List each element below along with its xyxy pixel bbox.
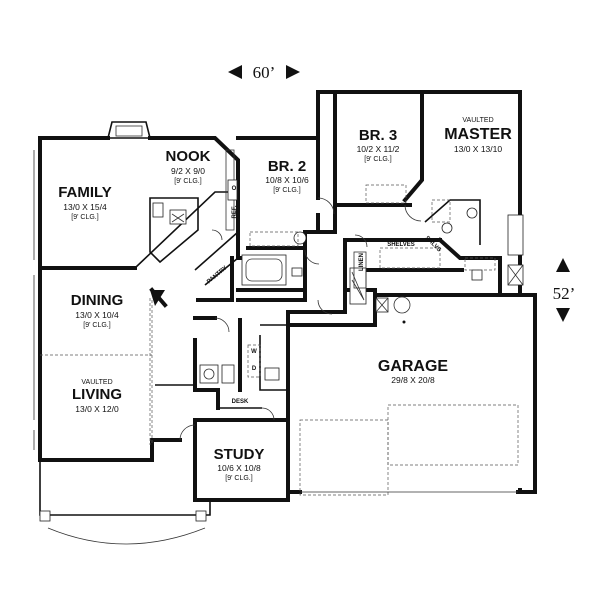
bath-br2 — [241, 231, 307, 286]
overall-width-dimension: 60’ — [228, 63, 300, 82]
room-dims: 13/0 X 13/10 — [454, 144, 502, 154]
room-name: BR. 2 — [268, 158, 306, 175]
ref-label: REF. — [232, 205, 238, 218]
exterior-walls — [38, 90, 537, 545]
room-dims: 9/2 X 9/0 — [171, 166, 205, 176]
toilet — [221, 364, 235, 384]
room-dining: DINING 13/0 X 10/4 [9' CLG.] — [71, 292, 124, 329]
kitchen-counter — [225, 149, 238, 231]
room-br3: BR. 3 10/2 X 11/2 [9' CLG.] — [357, 127, 400, 163]
sink — [466, 207, 478, 219]
overall-depth-label: 52’ — [553, 284, 576, 303]
room-dims: 29/8 X 20/8 — [391, 375, 435, 385]
room-ceiling: [9' CLG.] — [83, 322, 110, 329]
arrow-right-icon — [286, 65, 300, 79]
room-name: MASTER — [444, 126, 512, 143]
shlvs-label: SHLVS — [424, 235, 442, 253]
room-dims: 13/0 X 15/4 — [63, 202, 107, 212]
room-name: STUDY — [214, 446, 265, 463]
room-br2: BR. 2 10/8 X 10/6 [9' CLG.] — [265, 158, 309, 194]
room-name: NOOK — [166, 148, 211, 165]
linen-label: LINEN — [359, 253, 365, 271]
room-name: DINING — [71, 292, 124, 309]
room-dims: 13/0 X 12/0 — [75, 404, 119, 414]
room-dims: 10/2 X 11/2 — [357, 144, 400, 154]
room-name: BR. 3 — [359, 127, 397, 144]
room-ceiling: [9' CLG.] — [174, 178, 201, 185]
washer-label: W — [251, 349, 257, 355]
column-marker — [150, 290, 165, 306]
sink — [264, 367, 280, 381]
laundry — [349, 267, 411, 314]
room-dims: 10/6 X 10/8 — [217, 463, 261, 473]
desk-label: DESK — [232, 399, 249, 405]
arrow-left-icon — [228, 65, 242, 79]
room-nook: NOOK 9/2 X 9/0 [9' CLG.] — [166, 148, 211, 185]
sink — [199, 364, 219, 384]
room-note: VAULTED — [81, 379, 112, 386]
room-ceiling: [9' CLG.] — [71, 214, 98, 221]
room-ceiling: [9' CLG.] — [225, 475, 252, 482]
room-dims: 10/8 X 10/6 — [265, 175, 309, 185]
room-family: FAMILY 13/0 X 15/4 [9' CLG.] — [58, 184, 112, 221]
shelves-label: SHELVES — [387, 242, 415, 248]
overall-depth-dimension: 52’ — [553, 258, 576, 322]
arrow-down-icon — [556, 308, 570, 322]
room-name: GARAGE — [378, 358, 449, 375]
room-living: VAULTED LIVING 13/0 X 12/0 — [72, 379, 122, 414]
bath-master — [441, 207, 524, 286]
dryer-label: D — [252, 366, 257, 372]
toilet — [471, 269, 483, 281]
room-garage: GARAGE 29/8 X 20/8 — [378, 358, 449, 385]
sink — [441, 222, 453, 234]
porch-post — [39, 510, 51, 522]
room-dims: 13/0 X 10/4 — [75, 310, 119, 320]
room-note: VAULTED — [462, 117, 493, 124]
bath-hall — [199, 364, 280, 384]
bathtub — [507, 214, 524, 256]
fireplace — [106, 121, 152, 139]
room-ceiling: [9' CLG.] — [364, 156, 391, 163]
pantry-label: PANTRY — [206, 265, 228, 285]
arrow-up-icon — [556, 258, 570, 272]
sink — [293, 231, 307, 245]
room-master: VAULTED MASTER 13/0 X 13/10 — [444, 117, 512, 154]
room-name: LIVING — [72, 386, 122, 403]
room-name: FAMILY — [58, 184, 112, 201]
door-swings — [179, 197, 422, 441]
bathtub — [241, 254, 287, 286]
floor-drain — [402, 320, 406, 324]
closets — [247, 184, 496, 378]
toilet — [291, 267, 303, 277]
room-study: STUDY 10/6 X 10/8 [9' CLG.] — [214, 446, 265, 482]
porch-post — [195, 510, 207, 522]
room-ceiling: [9' CLG.] — [273, 187, 300, 194]
garage-doors — [299, 404, 519, 496]
overall-width-label: 60’ — [253, 63, 276, 82]
kitchen-island — [149, 197, 199, 264]
oven-label: O — [232, 186, 237, 192]
